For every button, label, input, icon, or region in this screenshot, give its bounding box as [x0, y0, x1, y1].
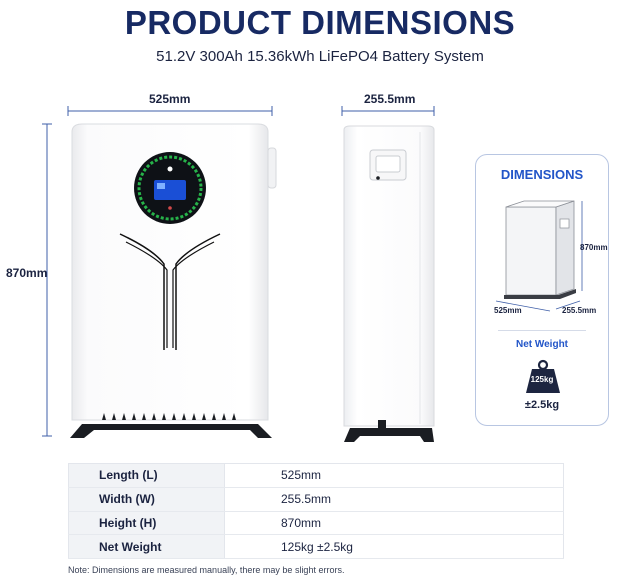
table-row: Net Weight 125kg ±2.5kg: [68, 534, 564, 559]
net-weight-title: Net Weight: [515, 339, 569, 350]
front-width-dimension-line: [67, 106, 273, 116]
page-subtitle: 51.2V 300Ah 15.36kWh LiFePO4 Battery Sys…: [156, 48, 484, 65]
footnote: Note: Dimensions are measured manually, …: [68, 565, 345, 575]
table-row: Height (H) 870mm: [68, 511, 564, 536]
specs-table: Length (L) 525mm Width (W) 255.5mm Heigh…: [68, 463, 564, 559]
spec-value: 255.5mm: [224, 487, 564, 512]
battery-3d-illustration: [495, 200, 583, 312]
front-height-dimension-line: [42, 123, 52, 437]
weight-value: 125kg: [530, 375, 554, 384]
battery-side-view: [342, 124, 436, 444]
spec-value: 125kg ±2.5kg: [224, 534, 564, 559]
side-depth-dimension-line: [341, 106, 435, 116]
card-height-label: 870mm: [580, 243, 608, 252]
table-row: Width (W) 255.5mm: [68, 487, 564, 512]
spec-label: Height (H): [68, 511, 225, 536]
card-width-label: 525mm: [494, 306, 522, 315]
weight-icon: [526, 359, 560, 393]
front-width-label: 525mm: [149, 92, 191, 106]
spec-label: Length (L): [68, 463, 225, 488]
card-title: DIMENSIONS: [500, 167, 584, 182]
spec-value: 525mm: [224, 463, 564, 488]
spec-value: 870mm: [224, 511, 564, 536]
page-title: PRODUCT DIMENSIONS: [124, 4, 516, 41]
side-depth-label: 255.5mm: [364, 92, 416, 106]
dimensions-card: DIMENSIONS 870mm 525mm 255.5mm Net Weigh…: [475, 154, 609, 426]
weight-tolerance: ±2.5kg: [524, 399, 560, 411]
front-height-label: 870mm: [6, 266, 48, 280]
card-depth-label: 255.5mm: [562, 306, 597, 315]
battery-front-view: [68, 122, 282, 444]
card-divider: [498, 330, 586, 331]
spec-label: Width (W): [68, 487, 225, 512]
spec-label: Net Weight: [68, 534, 225, 559]
table-row: Length (L) 525mm: [68, 463, 564, 488]
